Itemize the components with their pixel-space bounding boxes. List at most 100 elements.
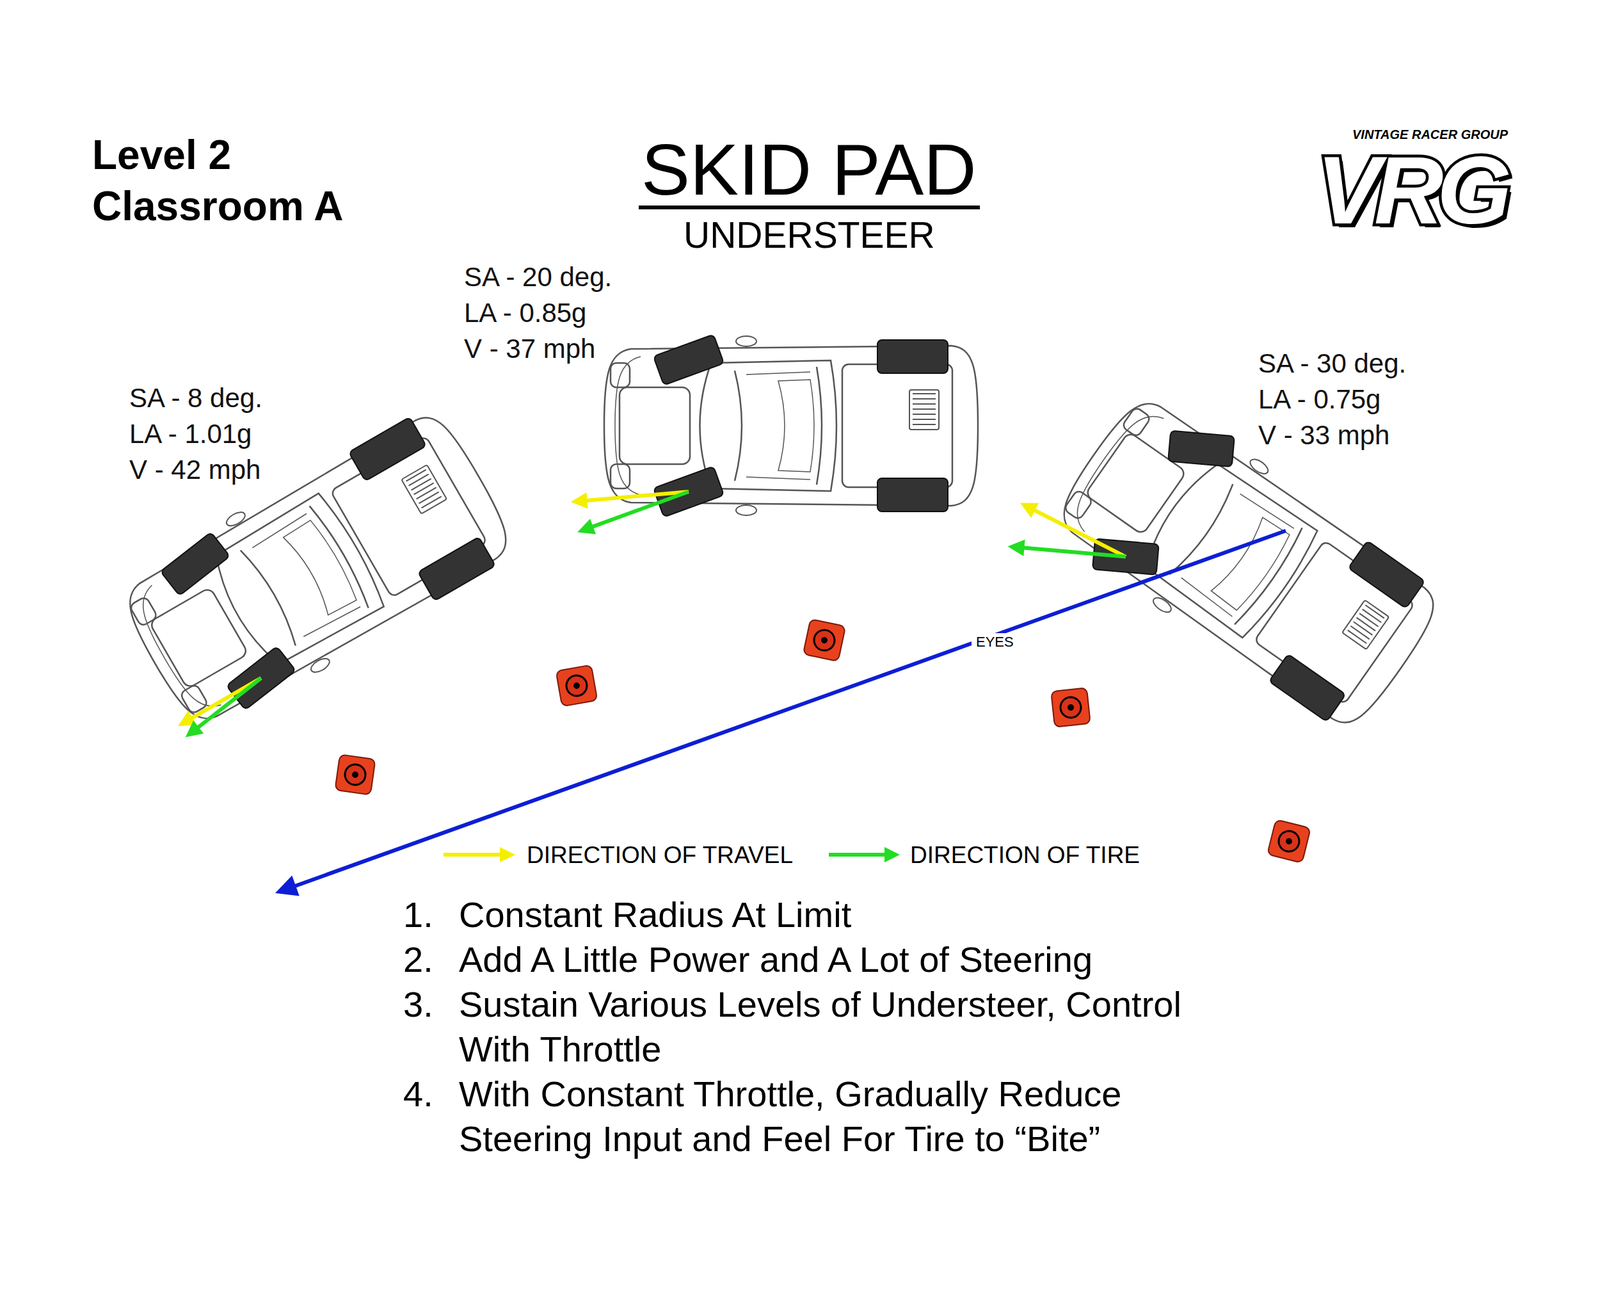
tire	[417, 536, 496, 601]
traffic-cone	[556, 664, 598, 707]
cone-tip	[572, 681, 581, 690]
label-text: 3.	[403, 981, 434, 1027]
mirror	[224, 509, 248, 529]
tire-arrow	[577, 491, 689, 535]
front-hood	[619, 387, 690, 464]
cone-body	[1276, 828, 1302, 854]
legend-arrow	[828, 846, 900, 863]
grille-slat	[912, 408, 936, 410]
grille-slat	[414, 482, 434, 495]
traffic-cone	[1267, 819, 1311, 863]
mirror	[1248, 456, 1271, 477]
label-text: SA - 20 deg.	[464, 263, 612, 291]
traffic-cone	[334, 753, 376, 795]
cone-body	[1059, 695, 1082, 719]
legend-arrow	[443, 846, 516, 863]
grille-slat	[1356, 617, 1376, 632]
mirror	[736, 336, 757, 347]
cone-tip	[1067, 704, 1075, 712]
headlight	[1063, 488, 1094, 520]
grille-slat	[912, 423, 936, 425]
grille-slat	[912, 392, 936, 395]
label-text: Constant Radius At Limit	[458, 892, 1227, 937]
label-text: LA - 0.75g	[1258, 385, 1381, 413]
cone-body	[564, 673, 589, 697]
cone-tip	[820, 636, 829, 644]
mirror	[309, 655, 333, 675]
grille-slat	[1359, 613, 1378, 627]
grille-slat	[1353, 621, 1373, 635]
label-text: 2.	[403, 936, 434, 982]
headlight	[610, 362, 630, 388]
windshield	[1169, 483, 1240, 578]
cabin	[1135, 455, 1323, 642]
headlight	[129, 595, 159, 627]
engine-grille	[909, 389, 939, 430]
grille-slat	[912, 413, 936, 415]
engine-lid	[842, 364, 953, 488]
cone-base	[334, 753, 376, 795]
label-text: Add A Little Power and A Lot of Steering	[458, 936, 1227, 982]
grille-slat	[408, 474, 429, 486]
door-line	[1179, 491, 1294, 617]
mirror	[1150, 594, 1174, 615]
door-line	[250, 513, 361, 639]
cone-tip	[1285, 837, 1293, 845]
grille-slat	[406, 469, 427, 482]
cabin	[205, 490, 390, 672]
legend-text: DIRECTION OF TIRE	[910, 842, 1140, 867]
tire-arrow-head	[1008, 539, 1026, 557]
cone-base	[1050, 687, 1091, 728]
legend-arrow-head	[499, 846, 516, 863]
tire	[877, 339, 948, 374]
traffic-cone	[1050, 687, 1091, 728]
race-car	[110, 398, 524, 741]
grille-slat	[419, 491, 440, 504]
traffic-cone	[803, 618, 846, 662]
label-text: SA - 8 deg.	[129, 384, 263, 412]
car-body	[115, 407, 520, 733]
label-text: EYES	[971, 632, 1019, 651]
grille-slat	[1347, 629, 1367, 644]
legend-arrow-shaft	[443, 852, 502, 857]
grille-slat	[1350, 625, 1369, 640]
label-text: With Constant Throttle, Gradually Reduce…	[458, 1071, 1227, 1161]
label-text: V - 33 mph	[1258, 421, 1390, 449]
eyes-sight-line-shaft	[294, 530, 1286, 886]
tire-arrow-head	[185, 720, 204, 737]
travel-arrow-head	[570, 492, 589, 509]
label-text: V - 37 mph	[464, 335, 596, 363]
legend-text: DIRECTION OF TRAVEL	[526, 842, 793, 867]
windshield	[734, 370, 742, 481]
headlight	[1121, 406, 1151, 438]
tire	[877, 478, 948, 512]
headlight	[610, 464, 630, 489]
label-text: V - 42 mph	[129, 456, 261, 484]
travel-arrow	[1020, 503, 1126, 557]
seat	[778, 379, 815, 472]
label-text: Level 2	[92, 134, 232, 176]
car-body-line	[1063, 403, 1165, 532]
label-text: LA - 0.85g	[464, 299, 587, 327]
diagram-title: SKID PAD	[641, 133, 977, 207]
label-text: VINTAGE RACER GROUP	[1352, 128, 1508, 141]
engine-grille	[1342, 599, 1389, 649]
cone-base	[803, 618, 846, 662]
tire	[348, 416, 427, 481]
grille-slat	[421, 496, 442, 508]
car-body	[1048, 388, 1447, 735]
tire	[1168, 430, 1235, 468]
grille-slat	[912, 418, 936, 420]
engine-grille	[401, 464, 447, 514]
rear-window	[1234, 528, 1307, 628]
mirror	[736, 504, 757, 516]
eyes-sight-line	[275, 530, 1286, 896]
grille-slat	[1365, 604, 1384, 619]
tire	[1348, 540, 1426, 609]
cone-body	[343, 762, 367, 786]
seat	[282, 518, 360, 617]
label-text: 4.	[403, 1071, 434, 1117]
grille-slat	[912, 398, 936, 400]
rear-window	[309, 503, 374, 608]
tire-arrow	[1008, 539, 1126, 557]
